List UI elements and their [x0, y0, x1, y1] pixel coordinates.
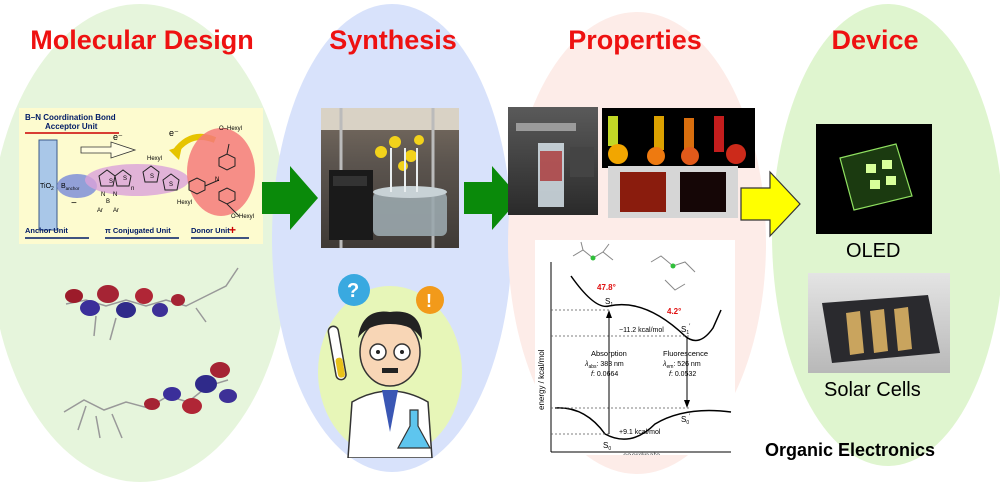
oled-device-photo	[816, 124, 932, 234]
svg-text:S1: S1	[605, 297, 613, 308]
tio2-box	[38, 139, 58, 231]
o-hexyl-bottom: O–Hexyl	[231, 214, 254, 220]
energy-diagram: energy / kcal/mol coordinate 47.8° 4.2°	[535, 240, 735, 455]
arrow-design-to-synthesis	[262, 166, 318, 230]
solar-cells-label: Solar Cells	[824, 379, 921, 401]
hexyl-label-bottom: Hexyl	[177, 200, 192, 206]
molecular-structure-schematic: B–N Coordination Bond Acceptor Unit e⁻ e…	[19, 108, 263, 244]
organic-electronics-label: Organic Electronics	[765, 440, 936, 460]
heading-synthesis: Synthesis	[329, 25, 457, 55]
excited-state-curve	[570, 275, 722, 342]
svg-text:?: ?	[347, 280, 359, 302]
svg-text:S: S	[169, 182, 173, 188]
anchor-unit-label: Anchor Unit	[25, 226, 68, 235]
electron-arrow-left	[80, 141, 137, 159]
synthesis-apparatus-photo	[321, 108, 459, 248]
arrow-properties-to-device	[740, 170, 801, 238]
svg-text:f: 0.0664: f: 0.0664	[591, 371, 618, 378]
svg-text:λabs: 383 nm: λabs: 383 nm	[584, 361, 624, 370]
coordinate-axis-label: coordinate	[623, 451, 661, 455]
heading-molecular-design: Molecular Design	[30, 25, 254, 55]
svg-text:N: N	[101, 192, 105, 198]
svg-text:λem: 526 nm: λem: 526 nm	[662, 361, 701, 370]
crystal-vials-photo	[602, 108, 755, 168]
svg-text:TiO2: TiO2	[40, 183, 54, 192]
svg-text:S0′: S0′	[681, 414, 691, 426]
svg-text:B: B	[106, 199, 110, 205]
svg-text:S1′: S1′	[681, 324, 691, 336]
thin-film-samples-photo	[608, 166, 738, 218]
photoluminescence-setup-photo	[508, 107, 598, 215]
electron-label-left: e⁻	[113, 132, 123, 142]
fluorescence-label: Fluorescence	[663, 349, 708, 358]
acceptor-label: Acceptor Unit	[45, 122, 98, 131]
heading-device: Device	[831, 25, 919, 55]
absorption-label: Absorption	[591, 349, 627, 358]
scientist-illustration: ? !	[318, 262, 462, 458]
donor-unit-label: Donor Unit	[191, 226, 230, 235]
energy-axis-label: energy / kcal/mol	[537, 349, 546, 410]
conjugated-unit-label: π Conjugated Unit	[105, 226, 171, 235]
svg-text:−: −	[71, 198, 77, 209]
device-oval	[772, 4, 1000, 466]
svg-text:f: 0.0532: f: 0.0532	[669, 371, 696, 378]
svg-text:S: S	[150, 174, 154, 180]
svg-text:+: +	[229, 223, 236, 237]
svg-text:S0: S0	[603, 441, 611, 452]
svg-text:S: S	[109, 179, 113, 185]
svg-text:n: n	[131, 186, 134, 192]
electron-label-right: e⁻	[169, 128, 179, 138]
svg-text:47.8°: 47.8°	[597, 283, 616, 292]
homo-orbital-render	[56, 256, 246, 348]
excited-energy-label: −11.2 kcal/mol	[619, 327, 664, 334]
svg-text:!: !	[426, 291, 432, 311]
ground-state-curve	[554, 407, 732, 440]
o-hexyl-top: O–Hexyl	[219, 126, 242, 132]
svg-text:Banchor: Banchor	[61, 183, 80, 191]
bond-label: B–N Coordination Bond	[25, 113, 116, 122]
svg-text:4.2°: 4.2°	[667, 307, 681, 316]
arrow-synthesis-to-properties	[464, 166, 520, 230]
svg-text:N: N	[113, 192, 117, 198]
ground-energy-label: +9.1 kcal/mol	[619, 429, 661, 436]
svg-text:Ar: Ar	[113, 208, 119, 214]
heading-properties: Properties	[568, 25, 702, 55]
svg-text:Ar: Ar	[97, 208, 103, 214]
svg-text:N: N	[215, 177, 219, 183]
oled-label: OLED	[846, 240, 901, 262]
lumo-orbital-render	[56, 350, 246, 450]
molecule-svg: B–N Coordination Bond Acceptor Unit e⁻ e…	[25, 113, 255, 239]
solar-cell-photo	[808, 273, 950, 373]
svg-text:S: S	[123, 176, 127, 182]
hexyl-label-top: Hexyl	[147, 156, 162, 162]
conjugated-region	[85, 164, 189, 196]
donor-region	[187, 128, 255, 216]
